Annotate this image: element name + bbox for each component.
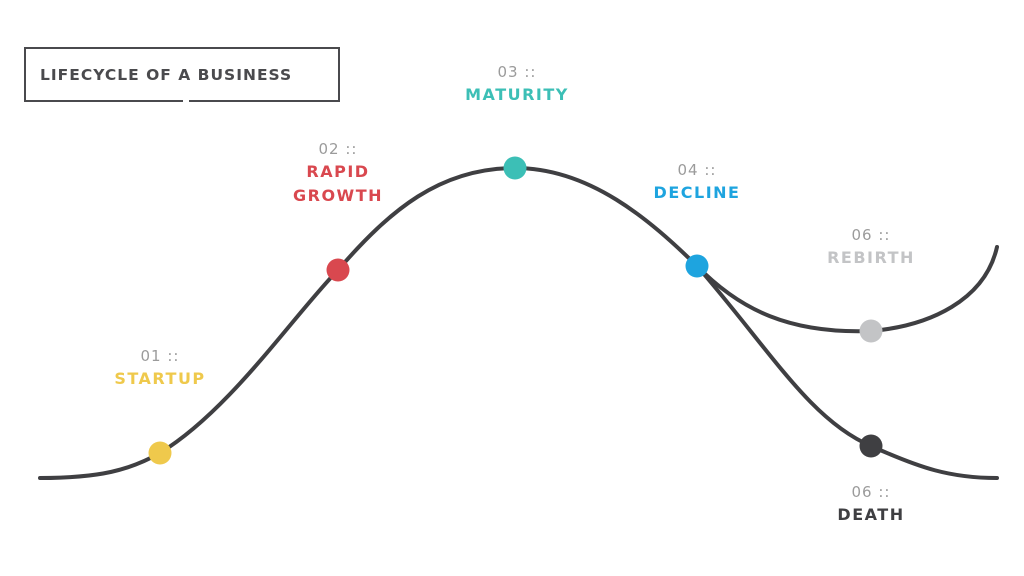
- rapid-growth-name-line-2: GROWTH: [292, 186, 384, 205]
- maturity-number: 03 ::: [497, 63, 537, 81]
- startup-marker[interactable]: [148, 441, 172, 465]
- main-curve: [38, 165, 699, 480]
- rapid-growth-label: 02 :: RAPID GROWTH: [293, 138, 383, 208]
- rapid-growth-number: 02 ::: [318, 140, 358, 158]
- rapid-growth-marker[interactable]: [326, 258, 350, 282]
- maturity-label: 03 :: MATURITY: [465, 61, 569, 107]
- death-branch: [695, 264, 999, 480]
- death-number: 06 ::: [851, 483, 891, 501]
- diagram-title: LIFECYCLE OF A BUSINESS: [40, 66, 293, 84]
- startup-name: STARTUP: [114, 369, 206, 388]
- rebirth-number: 06 ::: [851, 226, 891, 244]
- rebirth-name: REBIRTH: [827, 248, 915, 267]
- decline-number: 04 ::: [677, 161, 717, 179]
- title-box: LIFECYCLE OF A BUSINESS: [24, 47, 340, 102]
- death-label: 06 :: DEATH: [837, 481, 904, 527]
- title-box-gap: [183, 100, 189, 102]
- maturity-marker[interactable]: [503, 156, 527, 180]
- startup-number: 01 ::: [140, 347, 180, 365]
- startup-label: 01 :: STARTUP: [114, 345, 205, 391]
- death-name: DEATH: [837, 505, 905, 524]
- rebirth-label: 06 :: REBIRTH: [827, 224, 915, 270]
- rebirth-marker[interactable]: [859, 319, 883, 343]
- death-marker[interactable]: [859, 434, 883, 458]
- decline-label: 04 :: DECLINE: [654, 159, 741, 205]
- decline-name: DECLINE: [653, 183, 741, 202]
- decline-marker[interactable]: [685, 254, 709, 278]
- rapid-growth-name-line-1: RAPID: [306, 162, 370, 181]
- maturity-name: MATURITY: [465, 85, 569, 104]
